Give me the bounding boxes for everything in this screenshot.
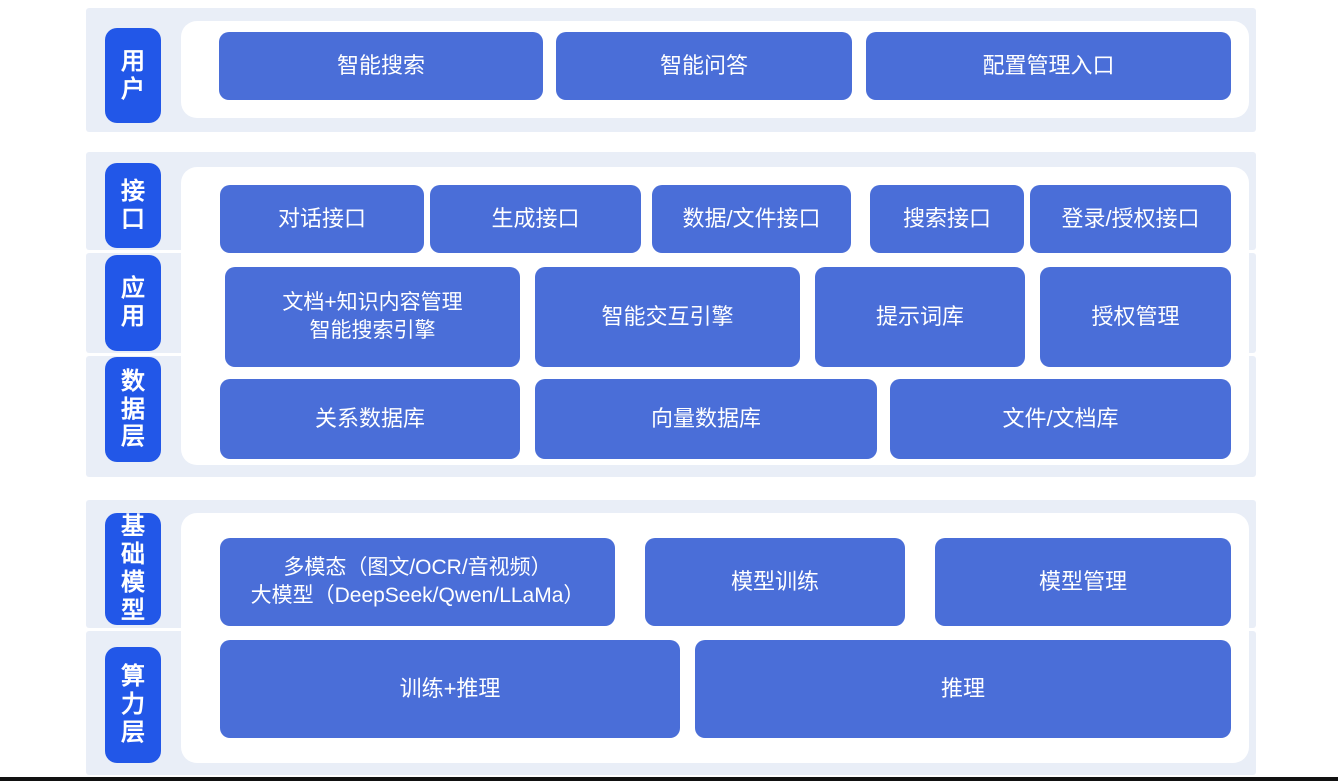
box-relational-db: 关系数据库 (220, 379, 520, 459)
box-smart-search: 智能搜索 (219, 32, 543, 100)
box-interactive-engine: 智能交互引擎 (535, 267, 800, 367)
layer-label-application-text: 应用 (121, 275, 145, 330)
layer-label-foundation-model: 基础模型 (105, 513, 161, 625)
box-multimodal-llm: 多模态（图文/OCR/音视频） 大模型（DeepSeek/Qwen/LLaMa） (220, 538, 615, 626)
layer-label-compute: 算力层 (105, 647, 161, 763)
box-training-inference: 训练+推理 (220, 640, 680, 738)
box-file-doc-store: 文件/文档库 (890, 379, 1231, 459)
layer-label-interface: 接口 (105, 163, 161, 248)
box-generation-api: 生成接口 (430, 185, 641, 253)
layer-label-application: 应用 (105, 255, 161, 351)
layer-label-compute-text: 算力层 (121, 663, 145, 746)
layer-label-user-text: 用户 (121, 47, 145, 103)
box-vector-db: 向量数据库 (535, 379, 877, 459)
box-model-management: 模型管理 (935, 538, 1231, 626)
bottom-divider-line (0, 777, 1338, 781)
box-data-file-api: 数据/文件接口 (652, 185, 851, 253)
box-auth-management: 授权管理 (1040, 267, 1231, 367)
box-dialog-api: 对话接口 (220, 185, 424, 253)
layer-label-interface-text: 接口 (121, 177, 145, 233)
box-inference: 推理 (695, 640, 1231, 738)
box-config-entry: 配置管理入口 (866, 32, 1231, 100)
box-login-auth-api: 登录/授权接口 (1030, 185, 1231, 253)
layer-label-user: 用户 (105, 28, 161, 123)
box-smart-qa: 智能问答 (556, 32, 852, 100)
box-model-training: 模型训练 (645, 538, 905, 626)
layer-label-foundation-model-text: 基础模型 (121, 513, 145, 624)
box-doc-knowledge-search-engine: 文档+知识内容管理 智能搜索引擎 (225, 267, 520, 367)
box-search-api: 搜索接口 (870, 185, 1024, 253)
layer-label-data-text: 数据层 (121, 367, 145, 451)
box-prompt-library: 提示词库 (815, 267, 1025, 367)
layer-label-data: 数据层 (105, 357, 161, 462)
